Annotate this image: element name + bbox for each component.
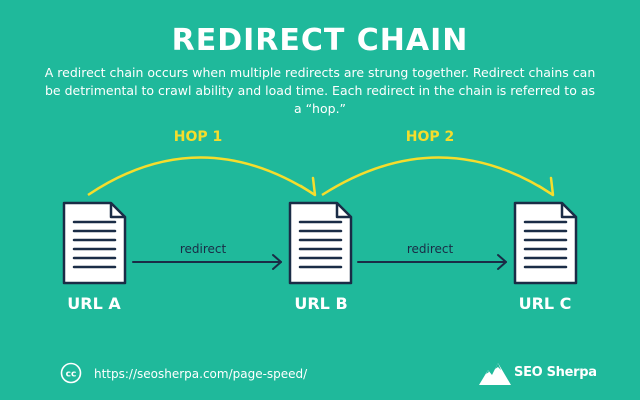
footer-source-url: https://seosherpa.com/page-speed/: [94, 367, 308, 381]
logo-text: SEO Sherpa: [514, 365, 597, 380]
redirect-arrow-1: [132, 254, 282, 270]
hop-2-arc: [321, 156, 554, 197]
hop-1-arrowhead: [299, 176, 317, 197]
description-text: A redirect chain occurs when multiple re…: [44, 65, 596, 116]
document-a-icon: [62, 201, 127, 285]
svg-text:cc: cc: [66, 370, 77, 380]
redirect-label-2: redirect: [407, 242, 454, 256]
redirect-arrow-2: [357, 254, 507, 270]
creative-commons-icon: cc: [60, 362, 82, 384]
redirect-label-1: redirect: [180, 242, 227, 256]
url-c-label: URL C: [519, 294, 572, 313]
seo-sherpa-logo: SEO Sherpa: [478, 356, 608, 390]
hop-1-arc: [87, 156, 316, 197]
document-c-icon: [513, 201, 578, 285]
url-a-label: URL A: [67, 294, 121, 313]
mountain-icon: [479, 363, 511, 385]
url-b-label: URL B: [294, 294, 347, 313]
hop-2-arrowhead: [537, 176, 555, 197]
hop-2-label: HOP 2: [406, 129, 455, 145]
page-title: REDIRECT CHAIN: [171, 23, 469, 58]
hop-1-label: HOP 1: [174, 129, 223, 145]
document-b-icon: [288, 201, 353, 285]
